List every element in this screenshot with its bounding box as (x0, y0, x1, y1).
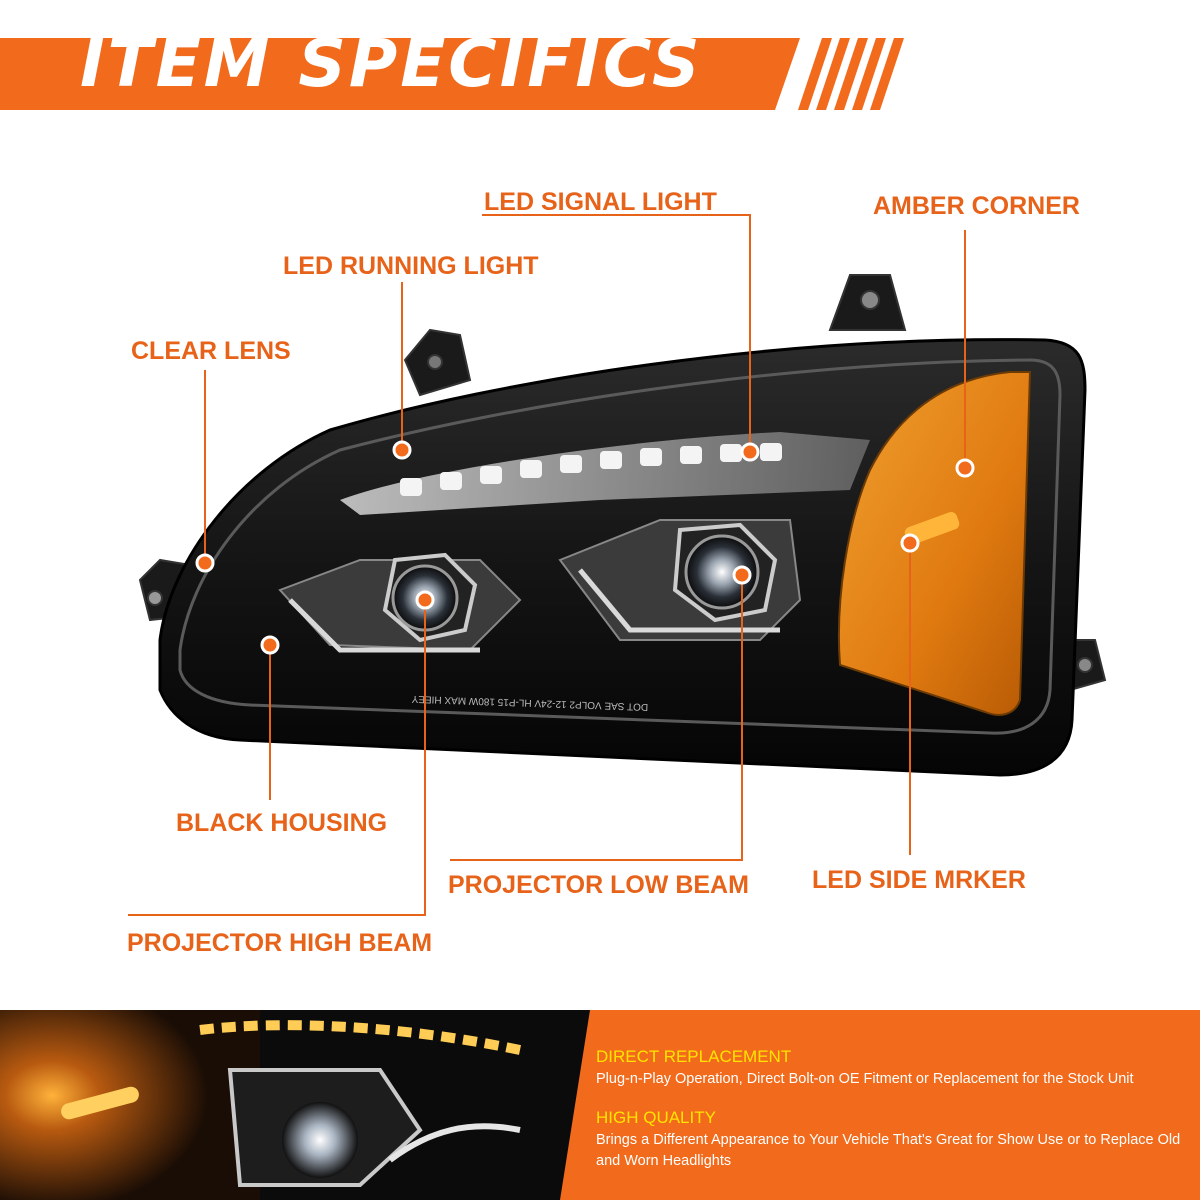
clear-lens-outline (178, 358, 1062, 735)
led-segments (400, 443, 782, 496)
side-marker-bar (904, 512, 960, 545)
feature-title: DIRECT REPLACEMENT (596, 1047, 792, 1066)
amber-marker-glow (61, 1086, 139, 1120)
label-projector-low-beam: PROJECTOR LOW BEAM (448, 871, 749, 899)
title-banner: ITEM SPECIFICS (0, 0, 1200, 130)
label-amber-corner: AMBER CORNER (873, 192, 1080, 220)
callout-dots (195, 440, 975, 655)
feature-title: HIGH QUALITY (596, 1108, 716, 1127)
label-black-housing: BLACK HOUSING (176, 809, 388, 837)
closeup-photo (0, 1010, 620, 1200)
label-led-running-light: LED RUNNING LIGHT (283, 252, 539, 280)
headlight-diagram: DOT SAE VOLP2 12-24V HL-P15 180W MAX HIE… (128, 214, 1107, 916)
projector-low-beam-lens (672, 522, 778, 623)
leader-lines (128, 214, 966, 916)
page-title: ITEM SPECIFICS (80, 25, 703, 102)
feature-description: Brings a Different Appearance to Your Ve… (596, 1132, 1181, 1169)
label-led-side-marker: LED SIDE MRKER (812, 866, 1026, 894)
label-clear-lens: CLEAR LENS (131, 337, 291, 365)
feature-panel (560, 1010, 1200, 1200)
banner-graphic (0, 38, 904, 110)
chrome-trim (288, 568, 780, 653)
feature-direct-replacement: DIRECT REPLACEMENT Plug-n-Play Operation… (596, 1047, 1196, 1090)
led-arc-glow (199, 1020, 522, 1055)
projector-glow (282, 1102, 358, 1178)
feature-high-quality: HIGH QUALITY Brings a Different Appearan… (596, 1108, 1196, 1172)
amber-corner-shape (837, 371, 1032, 716)
label-projector-high-beam: PROJECTOR HIGH BEAM (127, 929, 433, 957)
feature-description: Plug-n-Play Operation, Direct Bolt-on OE… (596, 1071, 1134, 1087)
label-led-signal-light: LED SIGNAL LIGHT (484, 188, 717, 216)
